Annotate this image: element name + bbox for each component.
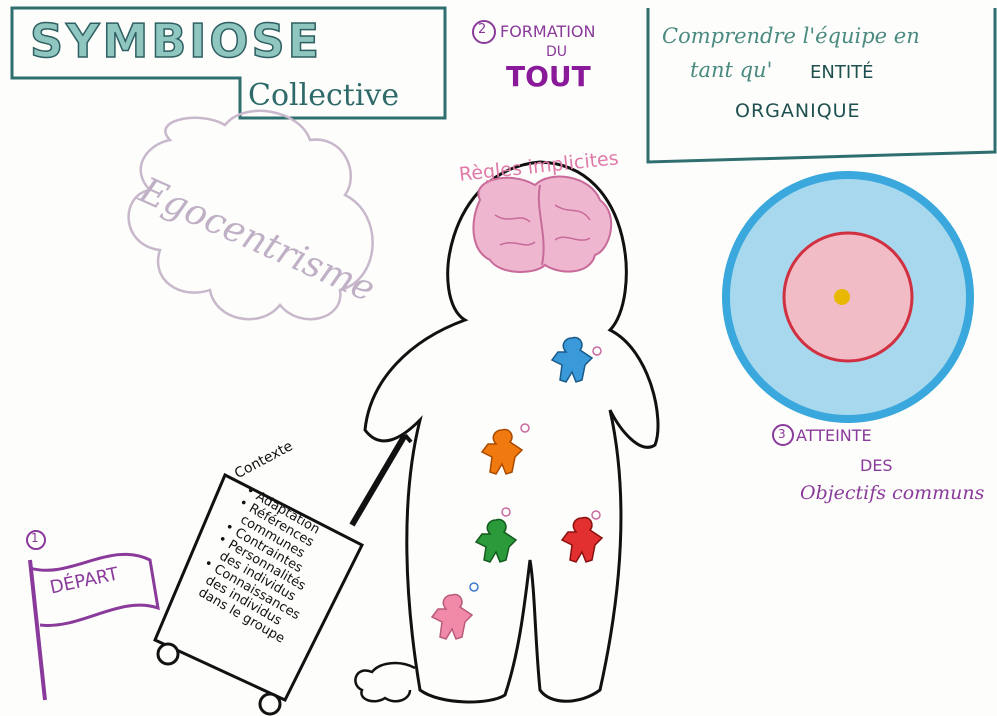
brain-icon: [473, 177, 611, 272]
goal-line1: Comprendre l'équipe en: [662, 24, 920, 48]
goal-line2b: ENTITÉ: [810, 62, 874, 83]
target-line1: ATTEINTE: [796, 426, 872, 445]
formation-line3: TOUT: [506, 60, 591, 93]
start-number: 1: [31, 531, 39, 545]
target-icon: [726, 175, 970, 419]
target-line2: DES: [860, 456, 893, 475]
goal-line2a: tant qu': [690, 58, 772, 82]
formation-line1: FORMATION: [500, 22, 595, 41]
target-number: 3: [778, 427, 786, 441]
formation-line2: DU: [546, 44, 567, 60]
title-sub: Collective: [248, 78, 399, 113]
target-line3: Objectifs communs: [800, 482, 984, 504]
formation-number: 2: [478, 22, 486, 37]
goal-line3: ORGANIQUE: [735, 100, 861, 122]
title-main: SYMBIOSE: [30, 14, 322, 68]
puff-icon: [355, 663, 415, 701]
